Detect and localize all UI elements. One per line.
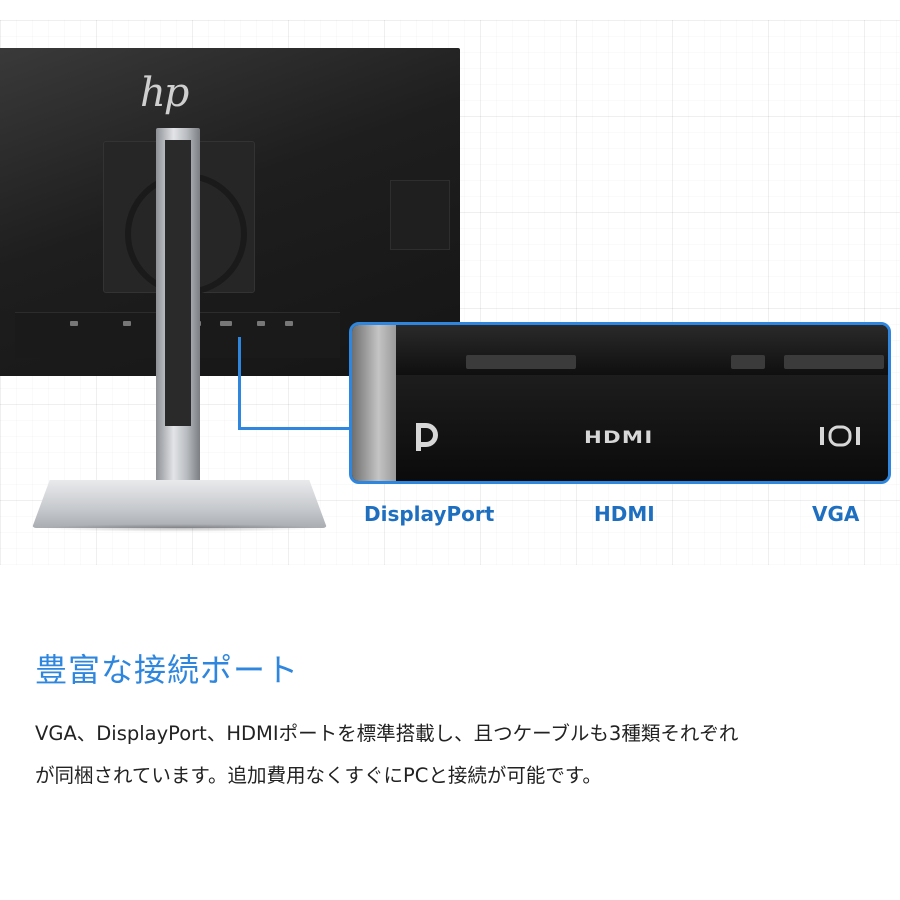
- port-dot: [285, 321, 293, 326]
- port-opening: [784, 355, 884, 369]
- port-closeup-callout: HDMI: [349, 322, 891, 484]
- port-dot: [70, 321, 78, 326]
- port-opening: [466, 355, 576, 369]
- callout-connector-line: [238, 337, 241, 430]
- callout-connector-line: [238, 427, 353, 430]
- port-dot: [123, 321, 131, 326]
- port-dot: [220, 321, 232, 326]
- monitor-stand-base: [32, 480, 327, 528]
- callout-port-openings: [396, 325, 888, 376]
- side-panel: [390, 180, 450, 250]
- hero-top-margin: [0, 0, 900, 20]
- section-body-line: VGA、DisplayPort、HDMIポートを標準搭載し、且つケーブルも3種類…: [35, 722, 739, 745]
- stand-shadow: [40, 524, 320, 532]
- product-hero-image: hp HDMI: [0, 0, 900, 565]
- displayport-icon: [412, 420, 442, 454]
- vga-icon: [818, 425, 862, 447]
- callout-bezel-edge: [352, 325, 396, 481]
- port-dot: [257, 321, 265, 326]
- port-label-displayport: DisplayPort: [364, 502, 495, 526]
- port-label-vga: VGA: [812, 502, 860, 526]
- hp-logo: hp: [140, 70, 189, 116]
- stand-neck-inset: [165, 140, 191, 426]
- section-body-line: が同梱されています。追加費用なくすぐにPCと接続が可能です。: [35, 764, 602, 787]
- port-label-hdmi: HDMI: [594, 502, 655, 526]
- callout-port-panel: [396, 375, 888, 481]
- hdmi-icon: HDMI: [584, 428, 654, 448]
- port-opening: [731, 355, 765, 369]
- section-title: 豊富な接続ポート: [35, 651, 300, 689]
